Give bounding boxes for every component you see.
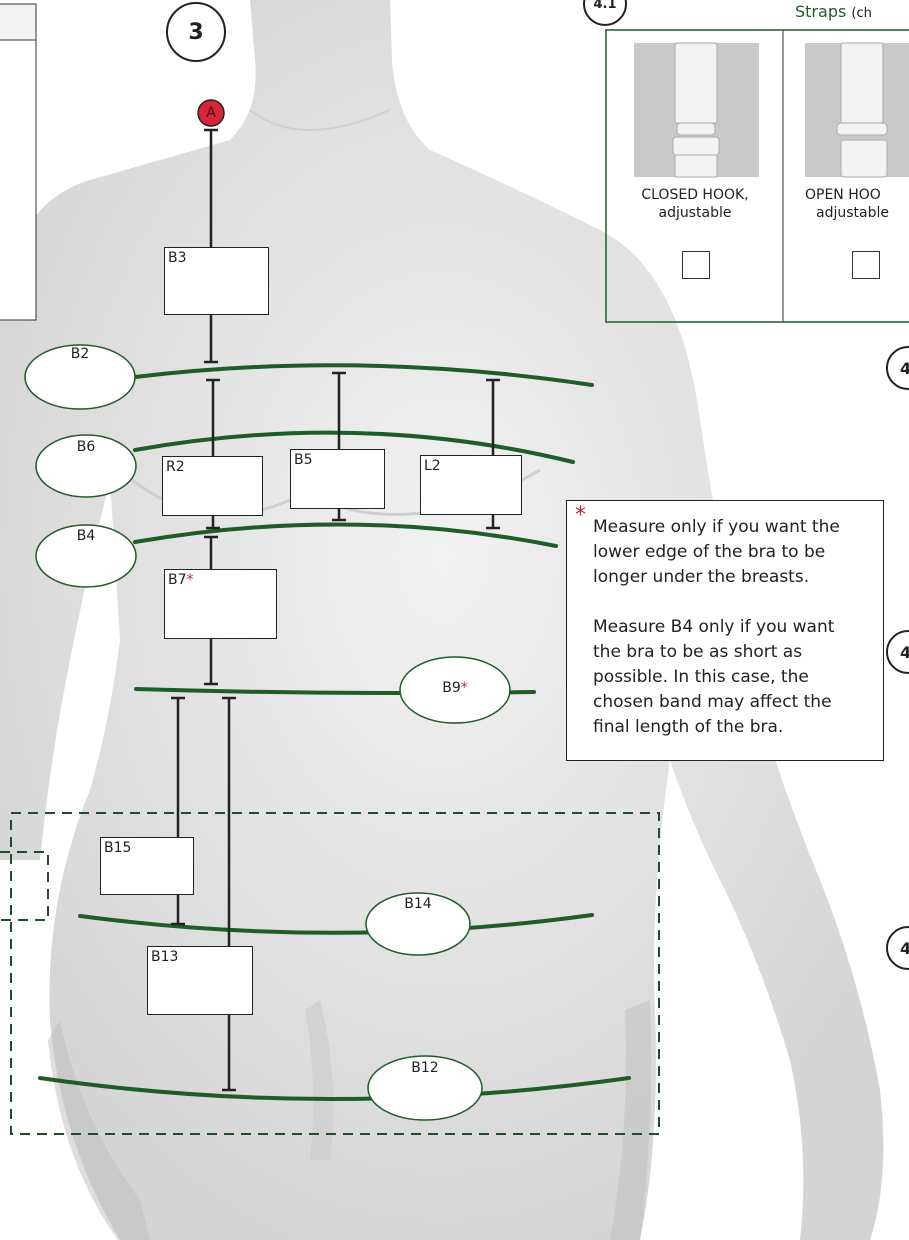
start-marker-label: A: [202, 104, 220, 122]
measure-box-b15[interactable]: B15: [100, 837, 194, 895]
left-dashed-box: [0, 852, 48, 920]
option-closed-hook-caption: CLOSED HOOK, adjustable: [615, 186, 775, 222]
strap-image-closed-hook: [673, 43, 719, 177]
measure-box-r2[interactable]: R2: [162, 456, 263, 516]
option-open-hook-sub: adjustable: [805, 204, 909, 222]
oval-label-b12: B12: [395, 1060, 455, 1076]
measure-label-r2: R2: [166, 459, 185, 475]
straps-title: Straps (ch: [795, 2, 872, 24]
measure-label-b7: B7: [168, 572, 187, 588]
open-hook-checkbox[interactable]: [852, 251, 880, 279]
strap-image-open-hook: [837, 43, 887, 177]
measure-box-b3[interactable]: B3: [164, 247, 269, 315]
measure-label-b15: B15: [104, 840, 131, 856]
oval-label-b2: B2: [50, 346, 110, 362]
straps-title-text: Straps: [795, 2, 846, 21]
asterisk-b9: *: [461, 680, 468, 696]
measure-label-b3: B3: [168, 250, 187, 266]
measure-box-b5[interactable]: B5: [290, 449, 385, 509]
note-text-2: Measure B4 only if you want the bra to b…: [593, 615, 865, 740]
measure-label-b5: B5: [294, 452, 313, 468]
measure-label-l2: L2: [424, 458, 441, 474]
measure-box-b13[interactable]: B13: [147, 946, 253, 1015]
oval-label-b9: B9: [442, 680, 461, 696]
step-number-badge: 3: [166, 2, 226, 62]
oval-label-b9-wrap: B9*: [425, 680, 485, 696]
note-text-1: Measure only if you want the lower edge …: [593, 515, 865, 590]
oval-label-b14: B14: [388, 896, 448, 912]
asterisk-b7: *: [187, 572, 194, 588]
measure-box-b7[interactable]: B7*: [164, 569, 277, 639]
left-panel-edge: [0, 4, 36, 320]
straps-title-suffix: (ch: [851, 6, 871, 21]
closed-hook-checkbox[interactable]: [682, 251, 710, 279]
option-closed-hook-title: CLOSED HOOK,: [615, 186, 775, 204]
oval-label-b4: B4: [56, 528, 116, 544]
note-asterisk: *: [575, 503, 586, 528]
oval-label-b6: B6: [56, 439, 116, 455]
option-open-hook-title: OPEN HOO: [805, 186, 909, 204]
option-closed-hook-sub: adjustable: [615, 204, 775, 222]
measure-box-l2[interactable]: L2: [420, 455, 522, 515]
option-open-hook-caption: OPEN HOO adjustable: [801, 186, 909, 222]
measure-label-b13: B13: [151, 949, 178, 965]
straps-panel: 4.1 Straps (ch CLOSED HOOK, adjustable O…: [605, 0, 909, 323]
measurement-note: * Measure only if you want the lower edg…: [566, 500, 884, 761]
